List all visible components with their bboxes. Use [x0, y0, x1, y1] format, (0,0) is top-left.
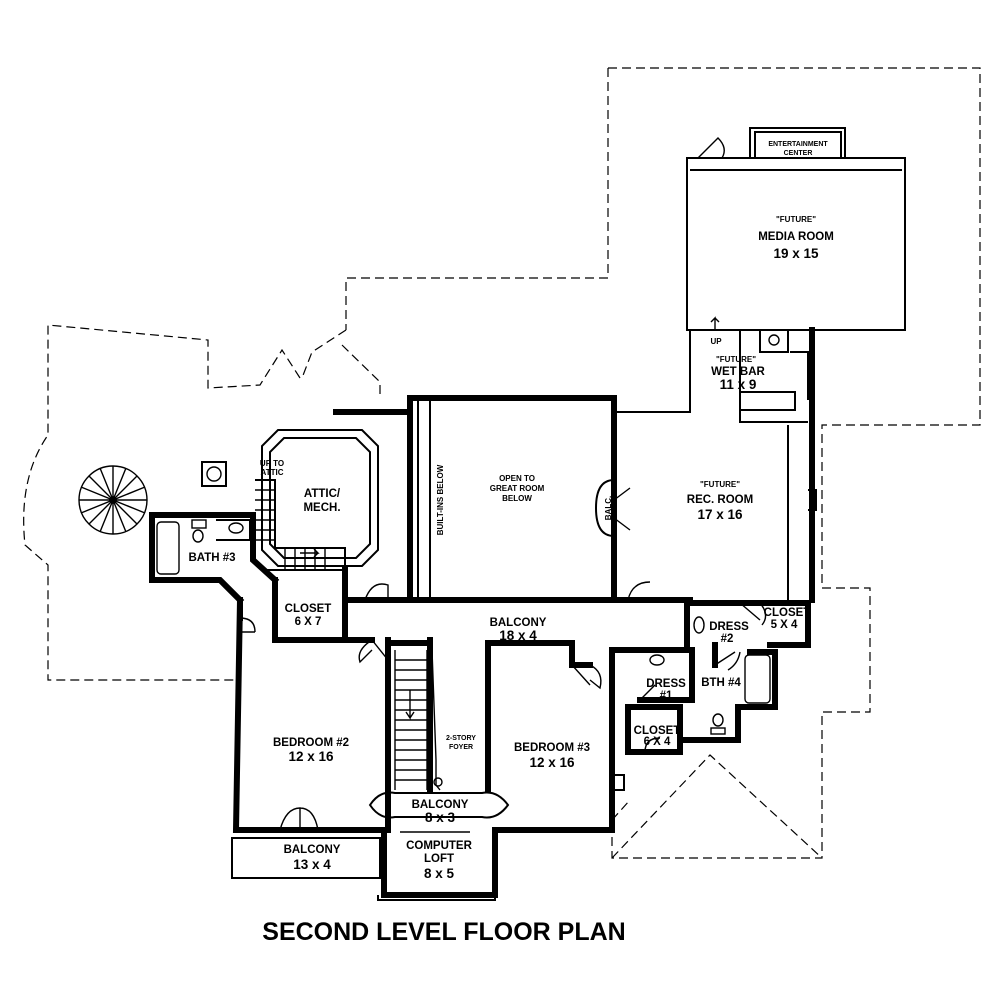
- down-label: DOWN: [397, 639, 423, 648]
- balcony-front-size: 8 x 3: [425, 810, 456, 825]
- up-to-attic-label-1: UP TO: [260, 459, 284, 468]
- up-label: UP: [710, 337, 722, 346]
- computer-loft-size: 8 x 5: [424, 866, 455, 881]
- closet-right-top-name: CLOSET: [764, 607, 811, 619]
- attic-label-2: MECH.: [303, 502, 340, 514]
- balcony-main-size: 18 x 4: [499, 628, 537, 643]
- bedroom-2-size: 12 x 16: [288, 749, 334, 764]
- thin-walls: [78, 127, 906, 901]
- media-room-size: 19 x 15: [773, 246, 819, 261]
- foyer-label-1: 2-STORY: [446, 735, 476, 742]
- rec-room-tag: "FUTURE": [700, 480, 740, 489]
- bedroom-2-name: BEDROOM #2: [273, 737, 349, 749]
- dress-1-name: DRESS: [646, 678, 686, 690]
- rec-room-size: 17 x 16: [697, 507, 743, 522]
- media-room-name: MEDIA ROOM: [758, 231, 834, 243]
- computer-loft-line-1: COMPUTER: [406, 840, 473, 852]
- open-to-label-3: BELOW: [502, 494, 532, 503]
- plan-title: SECOND LEVEL FLOOR PLAN: [262, 918, 625, 946]
- closet-left-size: 6 X 7: [295, 616, 322, 628]
- foyer-label-2: FOYER: [449, 744, 473, 751]
- bedroom-3-name: BEDROOM #3: [514, 742, 590, 754]
- entertainment-center-label-1: ENTERTAINMENT: [768, 141, 828, 148]
- entertainment-center-label-2: CENTER: [784, 150, 813, 157]
- wet-bar-tag: "FUTURE": [716, 355, 756, 364]
- balcony-front-name: BALCONY: [412, 799, 469, 811]
- balc-label: BALC.: [604, 496, 613, 520]
- roof-outline: [23, 67, 981, 859]
- balcony-left-size: 13 x 4: [293, 857, 331, 872]
- bath-3-label: BATH #3: [188, 552, 235, 564]
- wet-bar-size: 11 x 9: [720, 377, 757, 392]
- open-to-label-2: GREAT ROOM: [490, 484, 545, 493]
- computer-loft-line-2: LOFT: [424, 853, 454, 865]
- attic-label-1: ATTIC/: [304, 488, 341, 500]
- closet-right-bottom-name: CLOSET: [634, 725, 681, 737]
- wet-bar-name: WET BAR: [711, 366, 765, 378]
- room-labels: ENTERTAINMENT CENTER "FUTURE" MEDIA ROOM…: [188, 141, 833, 881]
- up-to-attic-label-2: ATTIC: [261, 468, 284, 477]
- bedroom-3-size: 12 x 16: [529, 755, 575, 770]
- closet-left-name: CLOSET: [285, 603, 332, 615]
- closet-right-bottom-size: 6 X 4: [644, 736, 671, 748]
- built-ins-label: BUILT-INS BELOW: [436, 464, 445, 535]
- balcony-left-name: BALCONY: [284, 844, 341, 856]
- open-to-label-1: OPEN TO: [499, 474, 535, 483]
- balcony-main-name: BALCONY: [490, 617, 547, 629]
- bath-4-label: BTH #4: [701, 677, 741, 689]
- rec-room-name: REC. ROOM: [687, 494, 753, 506]
- dress-2-num: #2: [721, 633, 734, 645]
- dress-2-name: DRESS: [709, 621, 749, 633]
- dress-1-num: #1: [660, 690, 673, 702]
- closet-right-top-size: 5 X 4: [771, 619, 798, 631]
- walls: [149, 327, 815, 898]
- media-room-tag: "FUTURE": [776, 215, 816, 224]
